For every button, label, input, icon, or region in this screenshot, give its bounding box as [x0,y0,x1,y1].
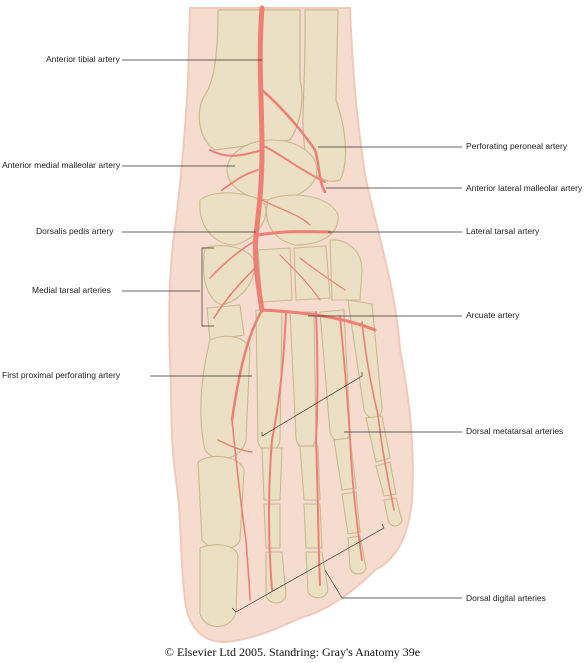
label-dorsal-digital-arteries: Dorsal digital arteries [466,593,546,603]
label-medial-tarsal-arteries: Medial tarsal arteries [32,285,111,295]
arteries [209,5,395,601]
label-perforating-peroneal-artery: Perforating peroneal artery [466,141,568,151]
label-arcuate-artery: Arcuate artery [466,310,520,320]
leg-bones [198,9,347,182]
label-first-proximal-perforating-artery: First proximal perforating artery [2,370,121,380]
leader-lines [122,59,462,613]
label-lateral-tarsal-artery: Lateral tarsal artery [466,226,540,236]
label-anterior-tibial-artery: Anterior tibial artery [46,54,120,64]
label-dorsal-metatarsal-arteries: Dorsal metatarsal arteries [466,426,564,436]
phalanx-bones [197,415,403,628]
label-dorsalis-pedis-artery: Dorsalis pedis artery [36,226,114,236]
label-anterior-lateral-malleolar-artery: Anterior lateral malleolar artery [466,183,583,193]
label-anterior-medial-malleolar-artery: Anterior medial malleolar artery [2,160,121,170]
copyright-notice: © Elsevier Ltd 2005. Standring: Gray's A… [164,645,421,659]
